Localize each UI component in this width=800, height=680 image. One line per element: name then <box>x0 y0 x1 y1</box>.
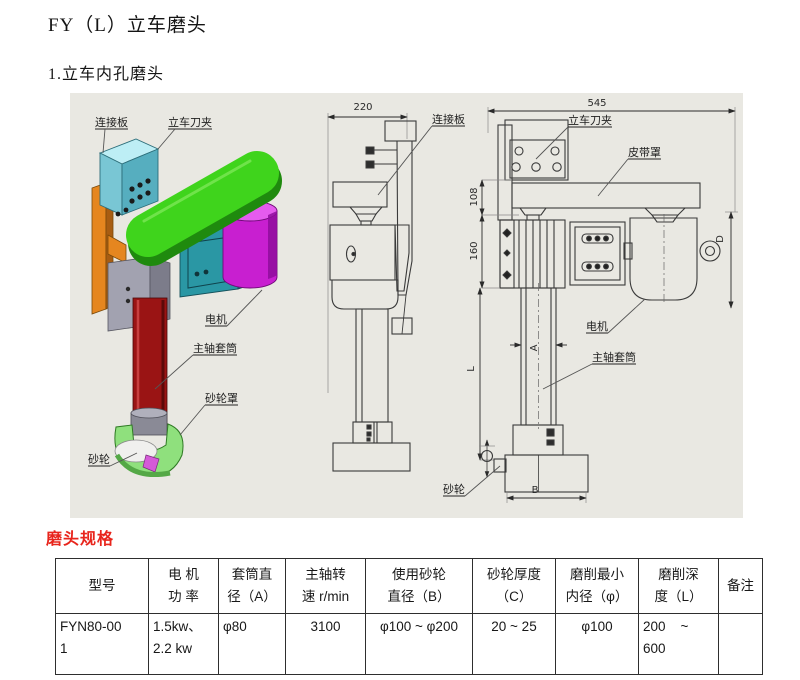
front-column <box>520 283 557 429</box>
dim-160: 160 <box>469 241 480 260</box>
label-spindle-sleeve-3d: 主轴套筒 <box>193 341 237 355</box>
dim-108: 108 <box>469 187 480 206</box>
diagram-panel: 连接板 立车刀夹 电机 主轴套筒 砂轮罩 砂轮 220 <box>70 93 743 518</box>
label-tool-clamp-3d: 立车刀夹 <box>168 115 212 129</box>
dim-108-160-group: 108 160 <box>469 179 519 289</box>
label-belt-cover: 皮带罩 <box>628 146 661 159</box>
side-handle-hole <box>345 245 357 263</box>
col-wheel-dia: 使用砂轮 直径（B） <box>365 558 473 614</box>
front-collar <box>512 424 564 456</box>
side-top-tab <box>384 120 417 142</box>
label-spindle-sleeve-front: 主轴套筒 <box>592 350 636 364</box>
cell-wheel-thickness: 20 ~ 25 <box>472 613 556 675</box>
side-main-body <box>329 224 396 281</box>
label-wheel-cover-3d: 砂轮罩 <box>205 391 238 405</box>
labels-3d: 连接板 立车刀夹 电机 主轴套筒 砂轮罩 砂轮 <box>88 115 263 467</box>
dim-220-group: 220 <box>327 102 408 393</box>
side-collar <box>352 421 393 444</box>
label-connecting-plate-side: 连接板 <box>432 112 465 126</box>
label-motor-3d: 电机 <box>205 312 227 326</box>
spec-table: 型号 电 机 功 率 套筒直 径（A） 主轴转 速 r/min 使用砂轮 直径（… <box>55 558 763 675</box>
view-front: 545 <box>443 98 738 503</box>
cell-sleeve-dia: φ80 <box>218 613 286 675</box>
front-labels: 立车刀夹 皮带罩 电机 主轴套筒 砂轮 <box>443 113 661 497</box>
dim-220: 220 <box>353 102 372 113</box>
cell-remark <box>718 613 763 675</box>
col-sleeve-dia: 套筒直 径（A） <box>218 558 286 614</box>
col-model: 型号 <box>55 558 149 614</box>
cell-spindle-speed: 3100 <box>285 613 366 675</box>
view-side: 220 <box>327 102 465 472</box>
cell-min-bore: φ100 <box>555 613 639 675</box>
front-column-assembly <box>499 219 566 289</box>
grinding-head-diagram: 连接板 立车刀夹 电机 主轴套筒 砂轮罩 砂轮 220 <box>88 98 738 503</box>
cell-wheel-dia: φ100 ~ φ200 <box>365 613 473 675</box>
label-wheel-3d: 砂轮 <box>88 452 110 466</box>
bolts-3d <box>115 178 151 217</box>
label-connecting-plate-3d: 连接板 <box>95 115 128 129</box>
arm-3d <box>126 151 282 266</box>
side-base <box>332 442 411 472</box>
dim-B-group: B <box>506 485 587 503</box>
dim-A-group: A <box>510 342 567 351</box>
side-plate-taper <box>395 294 407 335</box>
cell-motor-power: 1.5kw、 2.2 kw <box>148 613 219 675</box>
col-spindle-speed: 主轴转 速 r/min <box>285 558 366 614</box>
tool-clamp-3d <box>98 138 160 216</box>
side-column <box>355 308 389 423</box>
side-connecting-plate <box>396 140 413 296</box>
front-tool-clamp <box>504 119 569 181</box>
side-labels: 连接板 <box>377 112 465 196</box>
front-motor <box>623 214 721 304</box>
spec-data-row: FYN80-00 1 1.5kw、 2.2 kw φ80 3100 φ100 ~… <box>55 613 763 675</box>
page-title: FY（L）立车磨头 <box>48 15 207 36</box>
dim-545: 545 <box>587 98 606 109</box>
spec-header-row: 型号 电 机 功 率 套筒直 径（A） 主轴转 速 r/min 使用砂轮 直径（… <box>55 558 763 614</box>
col-remark: 备注 <box>718 558 763 614</box>
col-motor-power: 电 机 功 率 <box>148 558 219 614</box>
dim-L-group: L <box>466 287 494 461</box>
spindle-sleeve-3d <box>132 297 168 426</box>
wheel-assembly-3d <box>114 407 184 477</box>
dim-545-group: 545 <box>487 98 736 212</box>
label-motor-front: 电机 <box>586 319 608 333</box>
cell-model: FYN80-00 1 <box>55 613 149 675</box>
label-tool-clamp-front: 立车刀夹 <box>568 113 612 127</box>
col-grind-depth: 磨削深 度（L） <box>638 558 719 614</box>
side-lower-body <box>331 279 399 310</box>
view-3d: 连接板 立车刀夹 电机 主轴套筒 砂轮罩 砂轮 <box>88 115 282 477</box>
dim-D-group: D <box>715 211 738 309</box>
dim-L: L <box>466 366 477 372</box>
front-belt-cover <box>511 182 701 209</box>
spec-heading: 磨头规格 <box>46 531 115 548</box>
col-min-bore: 磨削最小 内径（φ） <box>555 558 639 614</box>
front-pulleys <box>518 207 687 223</box>
section-title: 1.立车内孔磨头 <box>48 66 165 83</box>
dim-B: B <box>532 485 539 496</box>
col-wheel-thickness: 砂轮厚度 （C） <box>472 558 556 614</box>
front-wheel-housing <box>479 439 589 493</box>
dim-D: D <box>715 235 726 243</box>
label-wheel-front: 砂轮 <box>443 482 465 496</box>
side-pulley <box>348 206 384 226</box>
front-gearbox <box>569 221 626 286</box>
dim-A: A <box>529 344 540 351</box>
cell-grind-depth: 200 ~ 600 <box>638 613 719 675</box>
side-bolts <box>365 146 397 169</box>
